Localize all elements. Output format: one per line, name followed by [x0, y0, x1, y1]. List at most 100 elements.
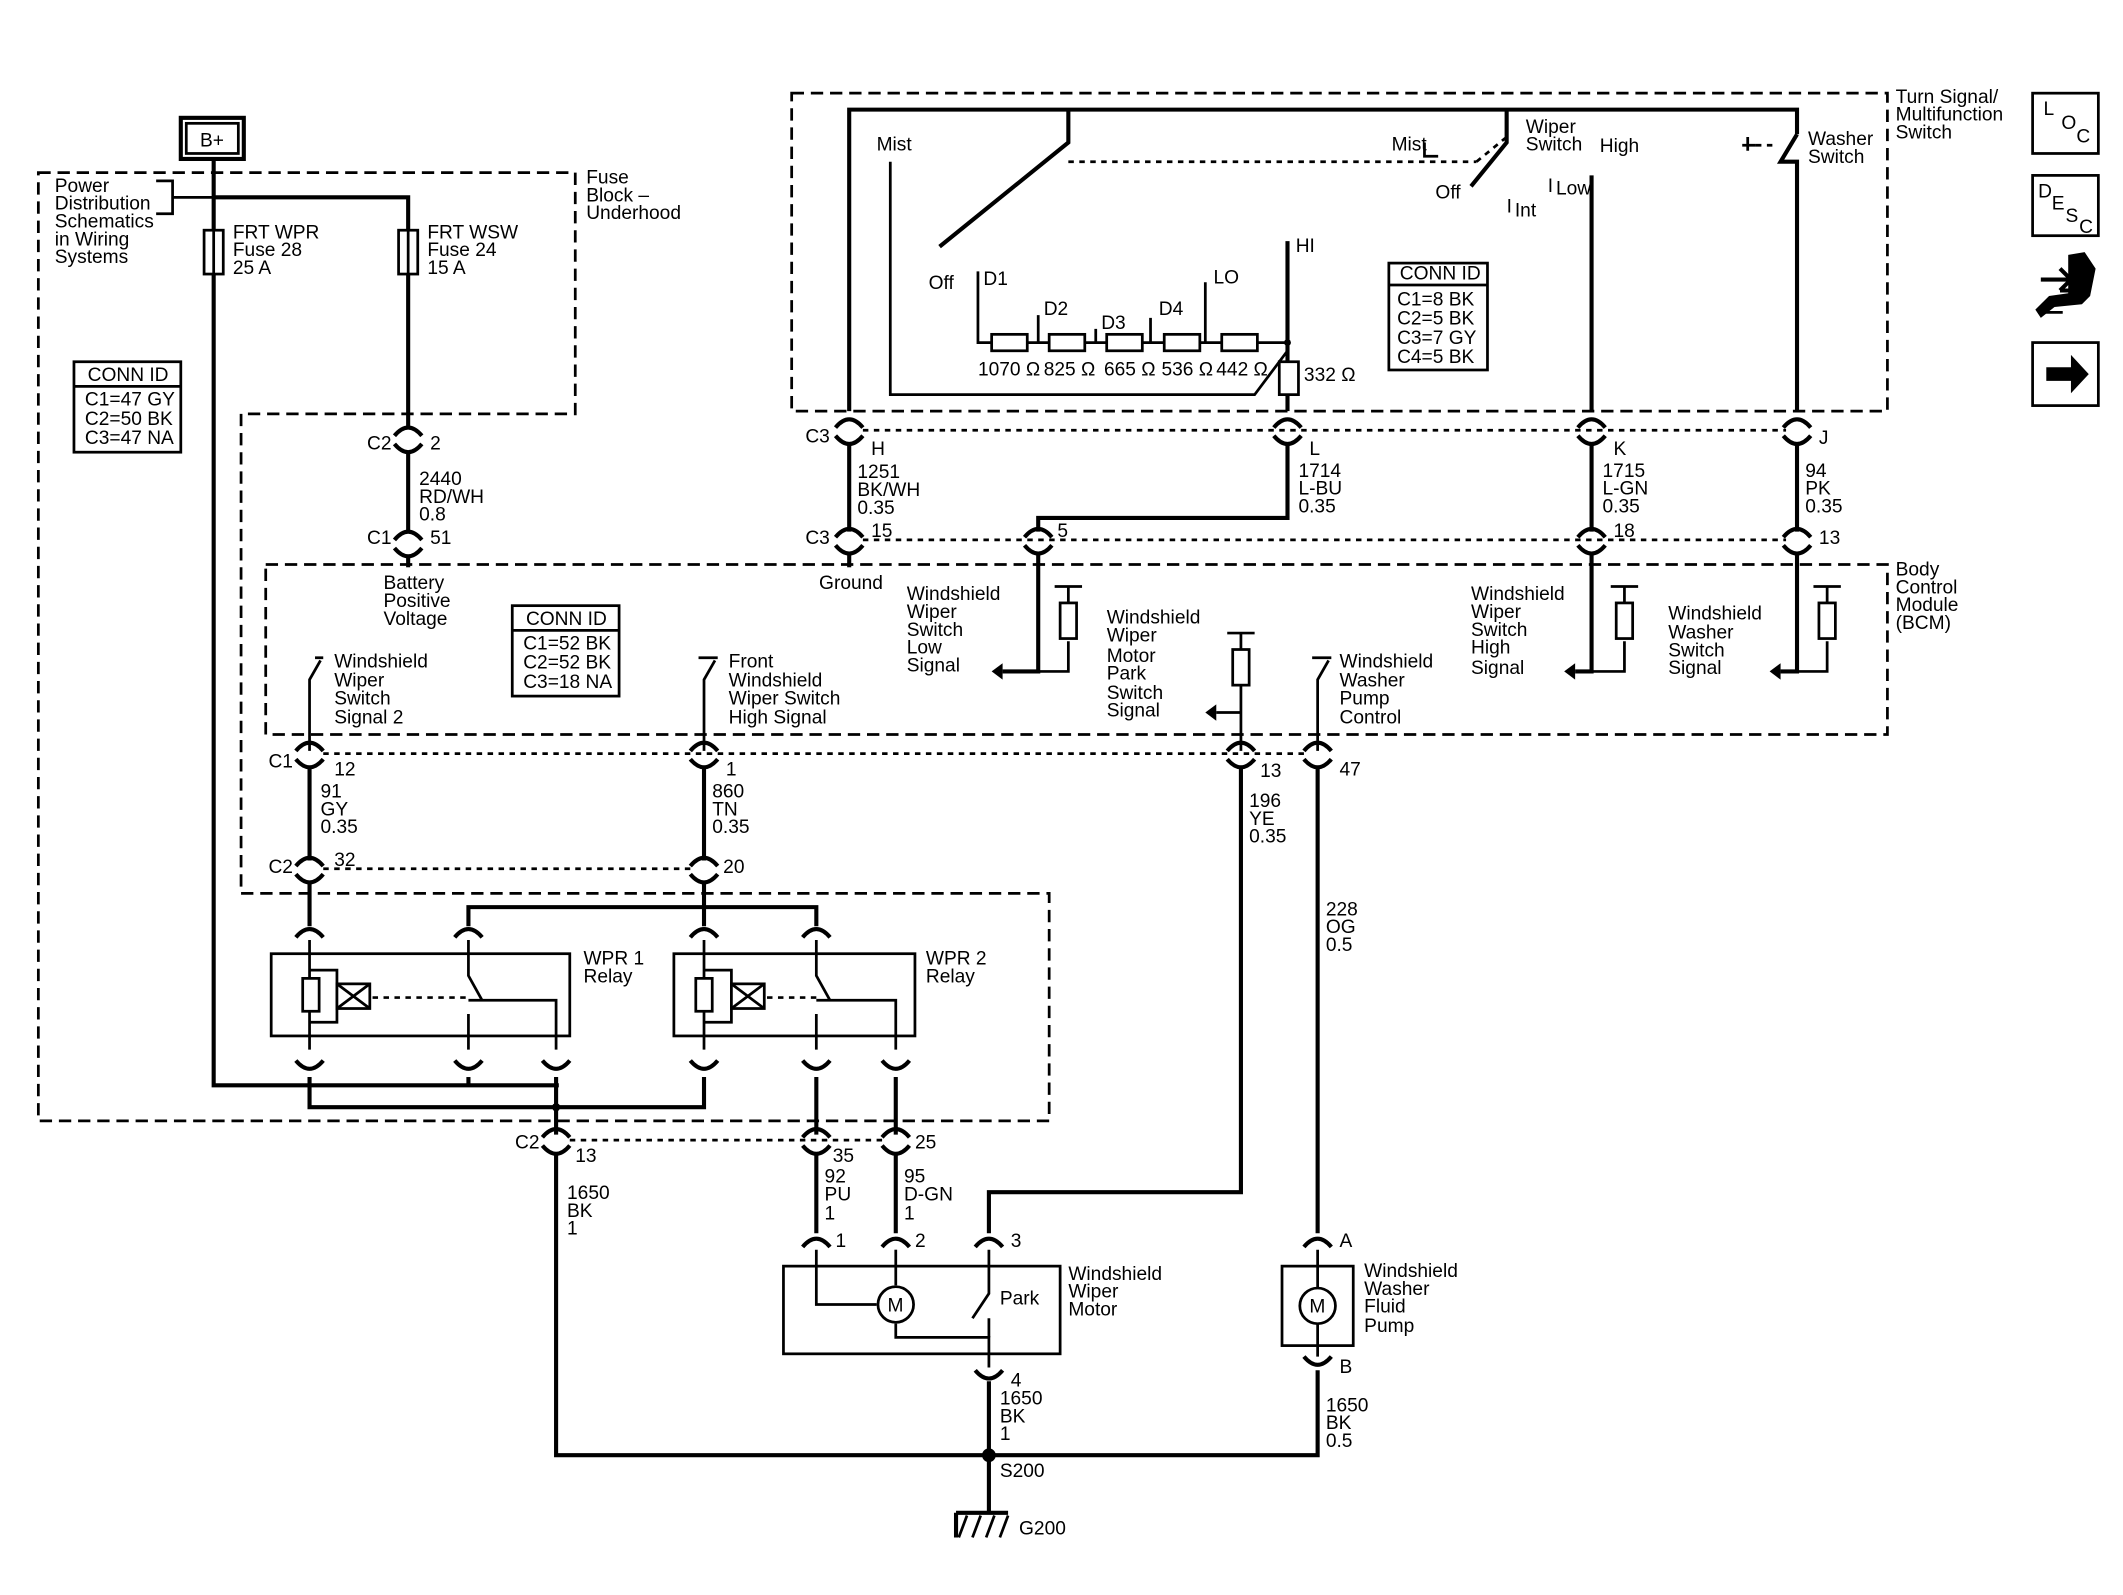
svg-text:C2=50 BK: C2=50 BK: [85, 409, 173, 430]
svg-text:Switch: Switch: [334, 688, 390, 709]
svg-text:1: 1: [904, 1204, 915, 1225]
wpr2-relay: WPR 2 Relay: [672, 927, 987, 1071]
svg-text:Washer: Washer: [1668, 623, 1734, 644]
svg-text:47: 47: [1340, 760, 1361, 781]
svg-text:442 Ω: 442 Ω: [1216, 359, 1268, 380]
svg-text:BK: BK: [567, 1201, 593, 1222]
svg-text:M: M: [1309, 1297, 1325, 1318]
svg-text:C: C: [2079, 217, 2093, 238]
bcm-label: Body Control Module (BCM): [1896, 560, 1959, 634]
svg-text:1251: 1251: [857, 462, 900, 483]
svg-text:C3=47 NA: C3=47 NA: [85, 428, 174, 449]
wire-860: 860 TN 0.35: [712, 781, 749, 838]
loc-icon[interactable]: L O C: [2031, 91, 2100, 155]
svg-text:TN: TN: [712, 799, 738, 820]
svg-text:Park: Park: [1000, 1288, 1040, 1309]
washer-pump-m-icon: [1298, 1286, 1337, 1326]
svg-text:15: 15: [871, 521, 892, 542]
svg-text:0.5: 0.5: [1326, 935, 1353, 956]
svg-text:Windshield: Windshield: [1471, 584, 1565, 605]
ground-label: Ground: [819, 573, 883, 594]
svg-text:in Wiring: in Wiring: [55, 229, 129, 250]
wire-1715: 1715 L-GN 0.35: [1603, 461, 1649, 518]
svg-text:Low: Low: [907, 638, 942, 659]
svg-text:Switch: Switch: [1896, 122, 1952, 143]
svg-text:12: 12: [334, 760, 355, 781]
svg-text:CONN ID: CONN ID: [1400, 264, 1481, 285]
ground-g200-label: G200: [1019, 1519, 1066, 1540]
connector-c1-bcm: C1 12 1 13 47: [268, 740, 1361, 782]
mist-right-label: Mist: [1392, 135, 1428, 156]
svg-text:536 Ω: 536 Ω: [1161, 359, 1213, 380]
svg-text:Underhood: Underhood: [586, 203, 681, 224]
wire-1251: 1251 BK/WH 0.35: [857, 462, 920, 519]
washer-pump-control-label: Windshield Washer Pump Control: [1340, 651, 1434, 728]
bcm-outline: [264, 563, 1889, 736]
svg-text:0.5: 0.5: [1326, 1431, 1353, 1452]
fuse-frt-wsw: FRT WSW Fuse 24 15 A: [397, 222, 519, 279]
battery-positive-voltage-label: Battery Positive Voltage: [384, 573, 451, 630]
wiper-motor-m-icon: [876, 1285, 915, 1324]
connector-c2-pin2: C2 2: [367, 425, 441, 454]
svg-text:J: J: [1819, 428, 1829, 449]
svg-text:1: 1: [836, 1231, 847, 1252]
svg-text:High Signal: High Signal: [729, 708, 827, 729]
svg-text:Signal: Signal: [1471, 658, 1524, 679]
resistor-ladder: D1 D2 D3 D4 LO HI 1070 Ω 825 Ω 665 Ω 536…: [976, 236, 1315, 380]
conn-id-box-fuse-block: CONN ID C1=47 GY C2=50 BK C3=47 NA: [72, 360, 183, 454]
svg-text:Wiper: Wiper: [907, 602, 958, 623]
svg-text:WPR 1: WPR 1: [583, 949, 644, 970]
svg-text:Switch: Switch: [1668, 640, 1724, 661]
svg-text:32: 32: [334, 850, 355, 871]
svg-text:51: 51: [430, 528, 451, 549]
svg-text:Module: Module: [1896, 595, 1959, 616]
svg-text:Control: Control: [1896, 577, 1958, 598]
svg-text:91: 91: [321, 781, 342, 802]
desc-icon[interactable]: D E S C: [2031, 174, 2100, 238]
svg-text:Front: Front: [729, 651, 774, 672]
wire-91: 91 GY 0.35: [321, 781, 358, 838]
connector-c3-bcm: C3 15 5 18 13: [805, 521, 1840, 556]
svg-text:Int: Int: [1515, 200, 1537, 221]
wpr1-relay: WPR 1 Relay: [269, 927, 644, 1071]
svg-text:Fuse: Fuse: [586, 168, 629, 189]
conn-id-box-bcm: CONN ID C1=52 BK C2=52 BK C3=18 NA: [510, 604, 621, 698]
high-label: High: [1600, 136, 1639, 157]
svg-text:2: 2: [430, 433, 441, 454]
svg-text:C1=47 GY: C1=47 GY: [85, 390, 175, 411]
svg-text:H: H: [871, 439, 885, 460]
svg-text:Pump: Pump: [1364, 1316, 1414, 1337]
wire-1714: 1714 L-BU 0.35: [1298, 461, 1342, 518]
svg-text:Low: Low: [1556, 179, 1591, 200]
svg-text:Wiper: Wiper: [1526, 117, 1577, 138]
power-distribution-label[interactable]: Power Distribution Schematics in Wiring …: [55, 176, 214, 268]
svg-text:D: D: [2038, 181, 2052, 202]
svg-text:20: 20: [723, 857, 744, 878]
splice-s200-label: S200: [1000, 1461, 1045, 1482]
connector-c2-lower: C2 13 35 25: [515, 1127, 936, 1167]
windshield-washer-pump: A M Windshield Washer Fluid Pump B: [1280, 1231, 1458, 1378]
svg-text:1715: 1715: [1603, 461, 1646, 482]
connector-end-view-icon[interactable]: [2035, 252, 2096, 318]
svg-text:13: 13: [1819, 528, 1840, 549]
svg-text:1650: 1650: [1000, 1389, 1043, 1410]
svg-text:BK/WH: BK/WH: [857, 480, 920, 501]
svg-text:2: 2: [915, 1231, 926, 1252]
svg-text:Signal: Signal: [1668, 658, 1721, 679]
svg-text:1: 1: [726, 760, 737, 781]
svg-text:OG: OG: [1326, 917, 1356, 938]
next-arrow-icon[interactable]: [2031, 341, 2100, 407]
svg-text:A: A: [1340, 1231, 1353, 1252]
svg-text:Windshield: Windshield: [1668, 603, 1762, 624]
svg-text:5: 5: [1057, 521, 1068, 542]
svg-text:Windshield: Windshield: [907, 584, 1001, 605]
svg-text:665 Ω: 665 Ω: [1104, 359, 1156, 380]
svg-text:I: I: [1548, 176, 1553, 197]
svg-text:1: 1: [1000, 1424, 1011, 1445]
svg-text:BK: BK: [1000, 1406, 1026, 1427]
ground-g200-icon: [953, 1510, 1010, 1538]
svg-text:C: C: [2076, 127, 2090, 148]
svg-text:B: B: [1340, 1357, 1353, 1378]
svg-text:Windshield: Windshield: [729, 671, 823, 692]
svg-text:Relay: Relay: [583, 966, 632, 987]
